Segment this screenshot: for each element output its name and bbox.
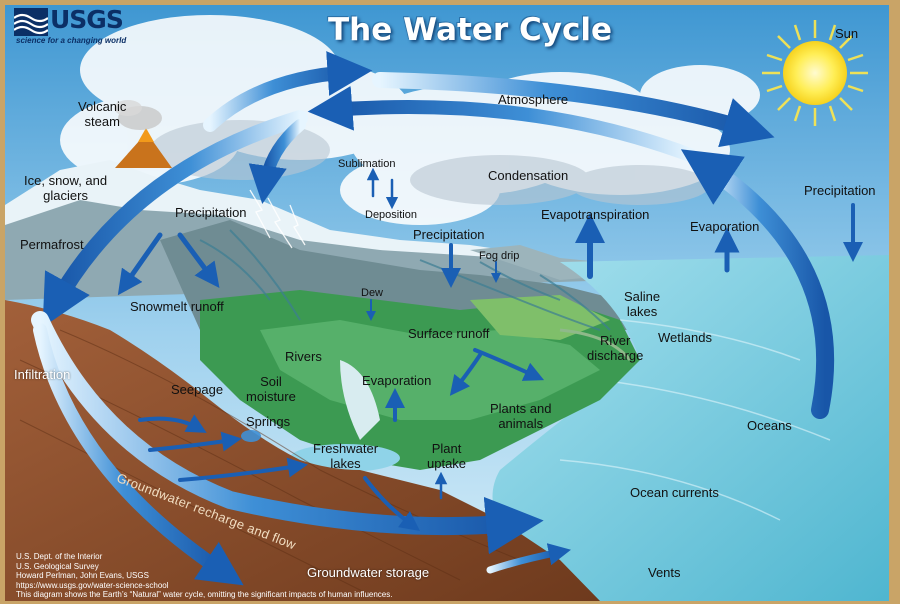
arrow-atmosphere-west — [307, 85, 697, 162]
label-wetlands: Wetlands — [658, 330, 712, 345]
label-evaporation-lake: Evaporation — [362, 373, 432, 388]
arrow-upper-left — [203, 51, 373, 132]
label-river-discharge-line2: discharge — [587, 348, 644, 363]
arrow-seepage-3 — [178, 457, 308, 482]
label-ice-line1: Ice, snow, and — [24, 173, 108, 188]
usgs-wave-icon — [14, 8, 48, 36]
label-sublimation: Sublimation — [338, 158, 396, 170]
label-seepage: Seepage — [171, 382, 224, 397]
arrow-atmosphere-east — [372, 72, 775, 148]
arrow-groundwater-storage — [33, 323, 244, 586]
label-plant-uptake: Plant uptake — [427, 441, 466, 471]
credits: U.S. Dept. of the Interior U.S. Geologic… — [16, 552, 392, 600]
label-snowmelt-runoff: Snowmelt runoff — [130, 299, 224, 314]
arrow-ocean-evaporation — [680, 149, 835, 419]
label-vents: Vents — [648, 565, 681, 580]
label-evapotranspiration: Evapotranspiration — [541, 207, 650, 222]
label-condensation: Condensation — [488, 168, 569, 183]
usgs-logo-tagline: science for a changing world — [16, 36, 127, 45]
label-volcanic-steam-line1: Volcanic — [78, 99, 127, 114]
label-infiltration: Infiltration — [14, 367, 71, 382]
label-precipitation-mid: Precipitation — [413, 227, 485, 242]
small-arrows — [117, 167, 863, 531]
label-river-discharge-line1: River — [600, 333, 631, 348]
label-permafrost: Permafrost — [20, 237, 84, 252]
label-soil-line1: Soil — [260, 374, 282, 389]
arrow-lake-outflow — [363, 476, 421, 531]
label-dew: Dew — [361, 287, 384, 299]
label-deposition: Deposition — [365, 209, 417, 221]
arrow-storage-ocean — [486, 543, 571, 574]
label-soil-moisture: Soil moisture — [246, 374, 296, 404]
arrow-groundwater-flow — [31, 311, 544, 555]
label-volcanic-steam: Volcanic steam — [78, 99, 126, 129]
label-freshwater-line1: Freshwater — [313, 441, 379, 456]
label-precipitation-left: Precipitation — [175, 205, 247, 220]
arrow-to-permafrost — [42, 110, 308, 328]
credit-line-2: U.S. Geological Survey — [16, 561, 99, 571]
label-plants-line1: Plants and — [490, 401, 552, 416]
label-volcanic-steam-line2: steam — [84, 114, 120, 129]
label-oceans: Oceans — [747, 418, 792, 433]
spring-pool — [241, 430, 261, 442]
label-evaporation-ocean: Evaporation — [690, 219, 760, 234]
land — [200, 290, 640, 470]
credit-line-4: https://www.usgs.gov/water-science-schoo… — [16, 580, 169, 590]
label-ice-line2: glaciers — [43, 188, 88, 203]
arrow-snowmelt-1 — [117, 232, 163, 296]
label-plants-animals: Plants and animals — [490, 401, 551, 431]
page-title: The Water Cycle — [328, 12, 612, 48]
usgs-logo: USGS science for a changing world — [14, 5, 127, 48]
arrow-snowmelt-2 — [177, 232, 220, 289]
label-ice-snow-glaciers: Ice, snow, and glaciers — [24, 173, 107, 203]
label-ocean-currents: Ocean currents — [630, 485, 719, 500]
label-saline-lakes: Saline lakes — [624, 289, 660, 319]
label-plant-uptake-line1: Plant — [431, 441, 462, 456]
label-soil-line2: moisture — [246, 389, 296, 404]
label-saline-line2: lakes — [626, 304, 658, 319]
volcano — [114, 100, 172, 168]
label-groundwater-storage: Groundwater storage — [307, 565, 430, 580]
label-river-discharge: River discharge — [587, 333, 643, 363]
label-rivers: Rivers — [285, 349, 322, 364]
label-atmosphere: Atmosphere — [498, 92, 569, 107]
label-plant-uptake-line2: uptake — [427, 456, 467, 471]
credit-line-3: Howard Perlman, John Evans, USGS — [16, 571, 149, 580]
label-surface-runoff: Surface runoff — [408, 326, 490, 341]
flow-arrows — [31, 51, 835, 586]
credit-line-1: U.S. Dept. of the Interior — [16, 552, 103, 561]
credit-line-5: This diagram shows the Earth’s “Natural”… — [16, 590, 393, 599]
arrow-runoff-river — [473, 348, 545, 381]
arrow-seepage-1 — [138, 414, 207, 433]
label-freshwater-line2: lakes — [330, 456, 361, 471]
label-precipitation-ocean: Precipitation — [804, 183, 876, 198]
label-plants-line2: animals — [498, 416, 544, 431]
label-freshwater-lakes: Freshwater lakes — [313, 441, 378, 471]
usgs-logo-name: USGS — [50, 5, 124, 34]
label-fog-drip: Fog drip — [479, 250, 520, 262]
label-saline-line1: Saline — [624, 289, 661, 304]
arrow-precipitation-left — [248, 119, 306, 205]
sun-graphic — [762, 20, 868, 126]
ocean — [492, 255, 889, 601]
arrow-seepage-2 — [148, 431, 242, 452]
arrow-runoff-lake — [449, 353, 482, 396]
label-sun: Sun — [835, 26, 859, 41]
label-springs: Springs — [246, 414, 291, 429]
